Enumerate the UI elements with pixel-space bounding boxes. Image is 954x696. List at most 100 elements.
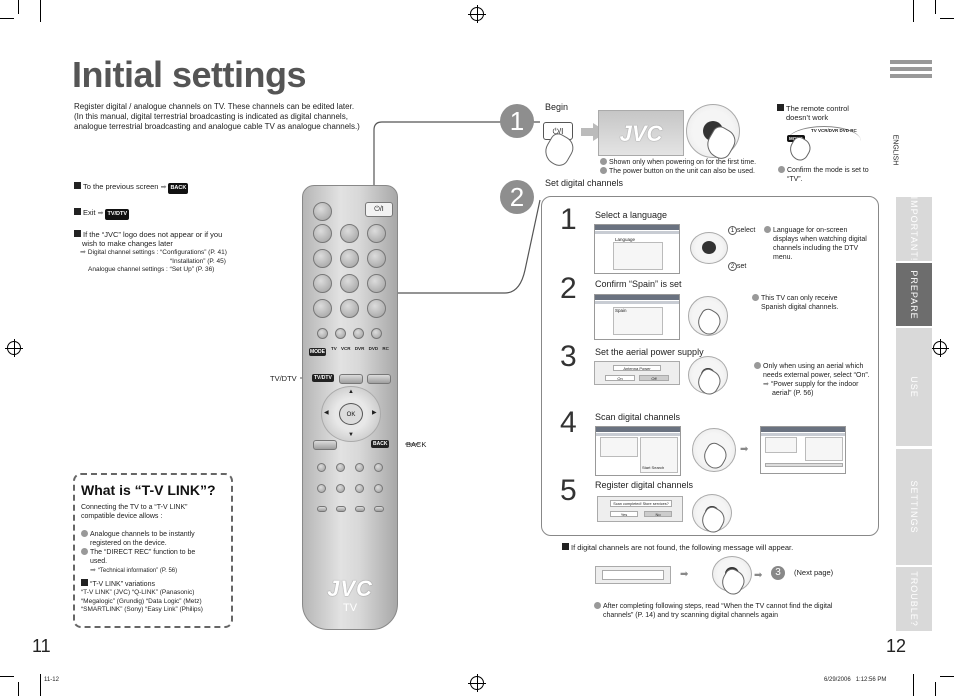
screen-scan-channels: Start Search <box>595 426 681 476</box>
crop-mark <box>40 674 41 696</box>
crop-mark <box>0 676 14 677</box>
remote-number-button[interactable] <box>313 274 332 293</box>
remote-mode-button[interactable]: MODE <box>309 348 326 356</box>
remote-small-button[interactable] <box>317 506 327 512</box>
remote-number-button[interactable] <box>340 249 359 268</box>
substep-title: Set the aerial power supply <box>595 347 704 357</box>
remote-small-button[interactable] <box>355 484 364 493</box>
remote-number-button[interactable] <box>367 274 386 293</box>
remote-small-button[interactable] <box>374 484 383 493</box>
remote-number-button[interactable] <box>367 249 386 268</box>
crop-mark <box>40 0 41 22</box>
remote-number-button[interactable] <box>367 299 386 318</box>
tvdtv-key-icon: TV/DTV <box>105 209 130 220</box>
side-language-label: ENGLISH <box>891 134 899 166</box>
tab-use[interactable]: USE <box>896 328 932 446</box>
substep-title: Scan digital channels <box>595 412 681 422</box>
tab-settings[interactable]: SETTINGS <box>896 449 932 565</box>
remote-mode-labels: TV VCR DVR DVD RC <box>331 346 389 351</box>
remote-tvdtv-button[interactable]: TV/DTV <box>312 374 334 382</box>
substep-note: Language for on-screen displays when wat… <box>764 226 876 262</box>
substep-number: 4 <box>560 406 577 439</box>
side-bar-deco <box>890 60 932 64</box>
remote-ok-button[interactable]: OK <box>339 403 363 425</box>
remote-button[interactable] <box>313 440 337 450</box>
remote-small-button[interactable] <box>355 463 364 472</box>
remote-back-button[interactable]: BACK <box>371 440 390 448</box>
remote-small-button[interactable] <box>317 484 326 493</box>
screen-scan-progress <box>760 426 846 474</box>
remote-small-button[interactable] <box>317 463 326 472</box>
screen-country: Spain <box>594 294 680 340</box>
remote-small-button[interactable] <box>355 506 365 512</box>
page-number-left: 11 <box>32 636 51 656</box>
ok-button-icon <box>702 241 716 254</box>
remote-small-button[interactable] <box>336 463 345 472</box>
dpad-left-icon: ◀ <box>324 410 329 416</box>
notfound-note: If digital channels are not found, the f… <box>562 543 793 552</box>
substep-note: This TV can only receive Spanish digital… <box>752 294 838 312</box>
remote-small-button[interactable] <box>317 328 328 339</box>
after-note: After completing following steps, read “… <box>594 602 864 620</box>
remote-number-button[interactable] <box>367 224 386 243</box>
remote-button[interactable] <box>339 374 363 384</box>
step-2-badge: 2 <box>500 180 534 214</box>
side-bar-deco <box>890 67 932 71</box>
bullet-square-icon <box>81 579 88 586</box>
next-step-badge: 3 <box>771 566 785 580</box>
arrow-right-icon: ➡ <box>763 381 769 388</box>
dpad-down-icon: ▼ <box>348 432 354 438</box>
note-jvc-logo: If the “JVC” logo does not appear or if … <box>74 230 294 275</box>
tab-important[interactable]: IMPORTANT! <box>896 197 932 261</box>
crop-mark <box>18 0 19 14</box>
label-back: BACK <box>406 440 427 449</box>
screen-not-found <box>595 566 671 584</box>
dpad-right-icon: ▶ <box>372 410 377 416</box>
arrow-right-icon: ➡ <box>754 570 763 581</box>
remote-number-button[interactable] <box>313 224 332 243</box>
arrow-right-icon: ➡ <box>740 444 749 455</box>
remote-number-button[interactable] <box>340 224 359 243</box>
tvlink-heading: What is “T-V LINK”? <box>81 482 216 498</box>
crop-mark <box>913 0 914 22</box>
substep-number: 1 <box>560 203 577 236</box>
remote-small-button[interactable] <box>353 328 364 339</box>
arrow-right-icon: ➡ <box>160 184 167 191</box>
intro-line: analogue terrestrial broadcasting and an… <box>74 122 360 131</box>
tab-trouble[interactable]: TROUBLE? <box>896 567 932 631</box>
remote-power-button[interactable]: ⏻/I <box>365 202 393 217</box>
bullet-square-icon <box>74 182 81 189</box>
rc-not-working-heading: The remote control doesn’t work <box>777 104 849 122</box>
remote-button[interactable] <box>367 374 391 384</box>
remote-button[interactable] <box>313 202 332 221</box>
remote-small-button[interactable] <box>335 328 346 339</box>
bullet-dot-icon <box>81 530 88 537</box>
remote-small-button[interactable] <box>371 328 382 339</box>
substep-title: Register digital channels <box>595 480 694 490</box>
remote-small-button[interactable] <box>336 506 346 512</box>
arrow-right-icon: ➡ <box>680 569 689 580</box>
intro-text: Register digital / analogue channels on … <box>74 102 394 132</box>
bullet-square-icon <box>777 104 784 111</box>
footer-date: 6/29/2006 1:12:56 PM <box>824 677 887 683</box>
remote-number-button[interactable] <box>340 299 359 318</box>
step1-begin-label: Begin <box>545 102 569 112</box>
rc-note: Confirm the mode is set to “TV”. <box>778 166 869 184</box>
arrow-right-icon: ➡ <box>90 567 96 574</box>
crop-mark <box>935 682 936 696</box>
crop-mark <box>0 18 14 19</box>
tab-prepare[interactable]: PREPARE <box>896 263 932 326</box>
remote-small-button[interactable] <box>374 506 384 512</box>
registration-mark-icon <box>5 339 23 357</box>
crop-mark <box>18 682 19 696</box>
remote-number-button[interactable] <box>313 299 332 318</box>
intro-line: (In this manual, digital terrestrial bro… <box>74 112 348 121</box>
remote-number-button[interactable] <box>340 274 359 293</box>
remote-small-button[interactable] <box>336 484 345 493</box>
bullet-square-icon <box>74 208 81 215</box>
remote-number-button[interactable] <box>313 249 332 268</box>
remote-small-button[interactable] <box>374 463 383 472</box>
bullet-dot-icon <box>778 166 785 173</box>
crop-mark <box>940 18 954 19</box>
